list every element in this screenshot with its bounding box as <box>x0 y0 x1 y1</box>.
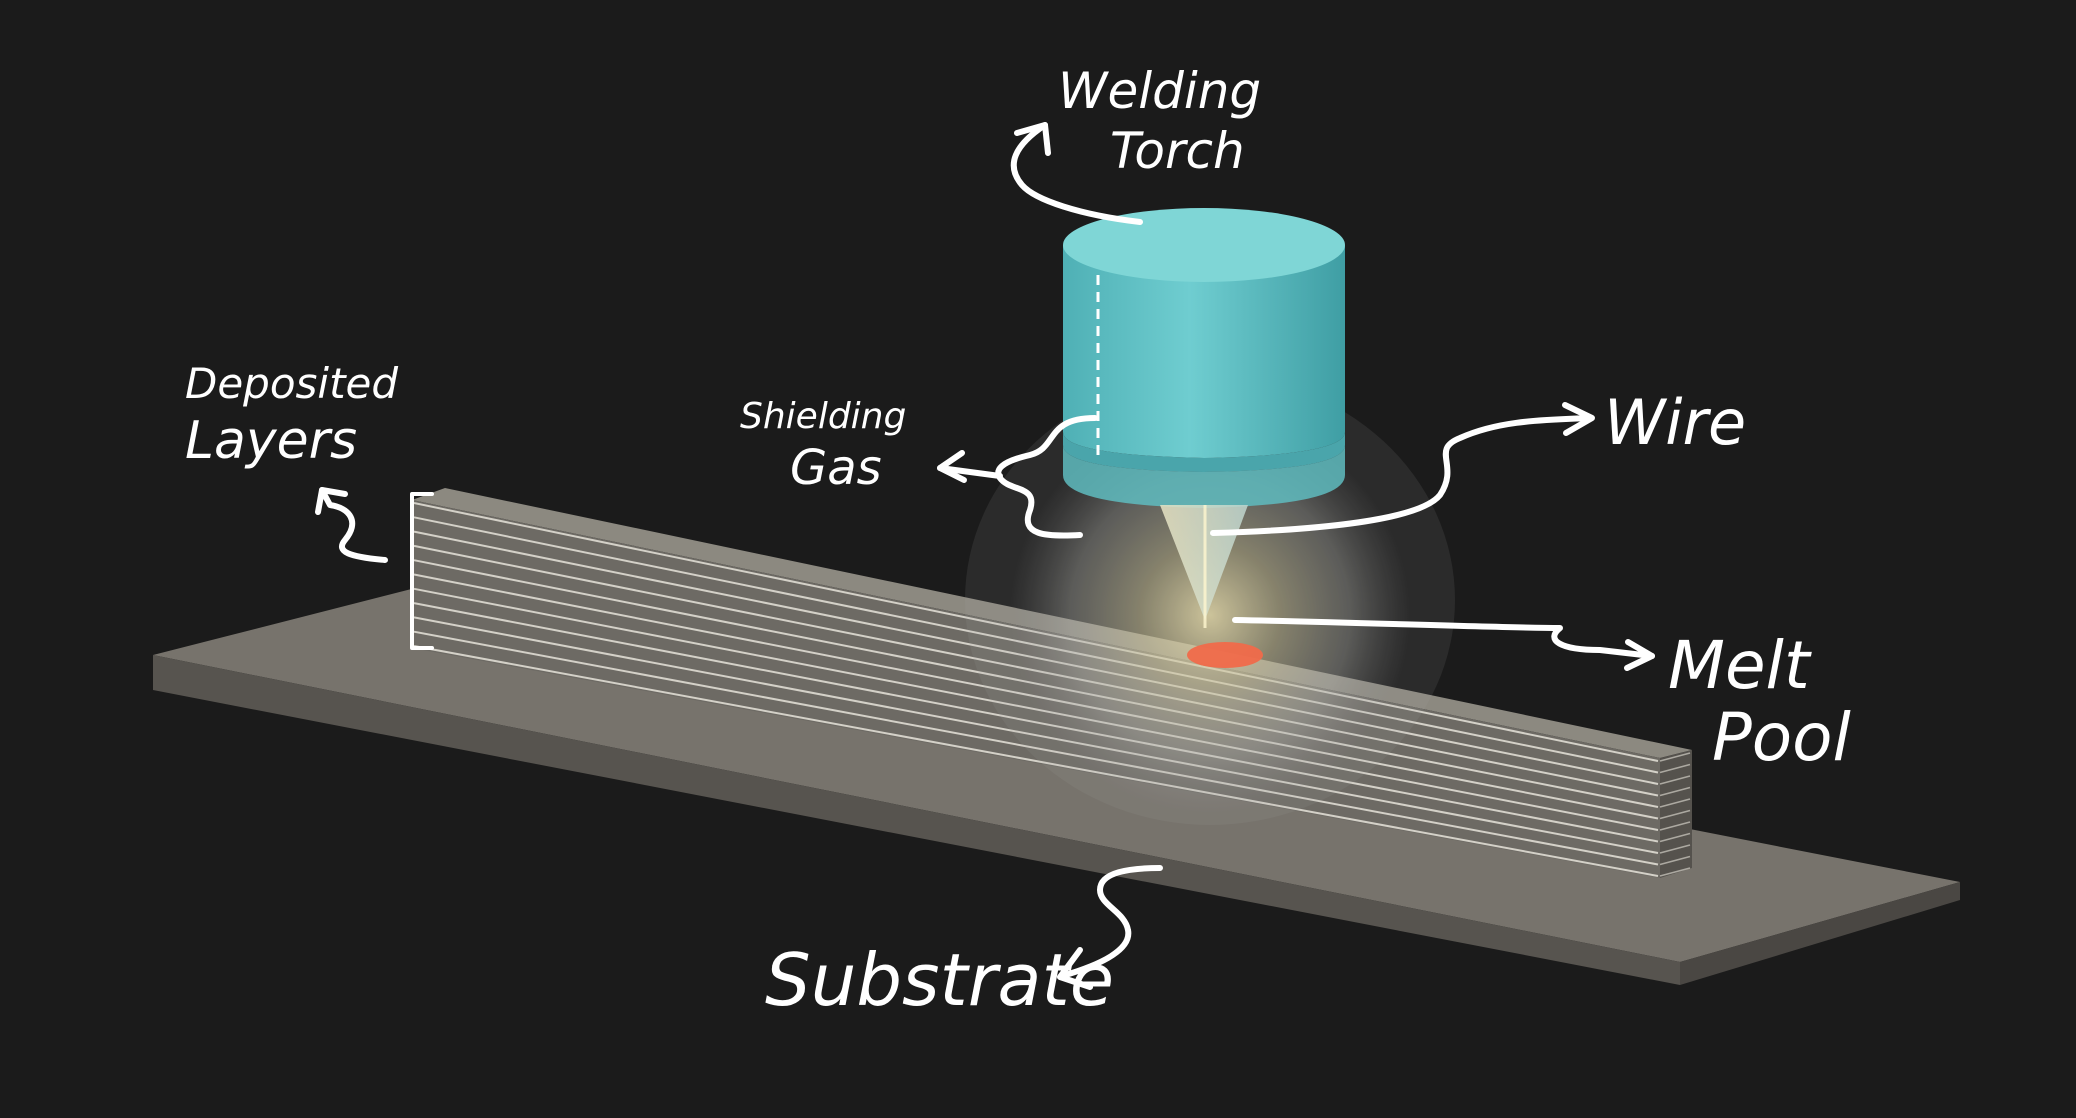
welding-torch <box>1063 208 1345 628</box>
deposited-layers-arrow <box>319 487 388 563</box>
layer-line <box>413 616 1659 854</box>
melt-pool-label-line2: Pool <box>1712 699 1852 776</box>
layer-end-line <box>1659 763 1691 774</box>
layer-end-line <box>1659 821 1691 831</box>
layer-end-line <box>1659 809 1691 820</box>
layer-line <box>413 602 1659 843</box>
welding-torch-label-line1: Welding <box>1058 62 1261 120</box>
wire-arrow <box>1210 415 1593 536</box>
layer-end-line <box>1659 752 1691 762</box>
melt-pool <box>1187 642 1263 668</box>
wire-arrowhead <box>1562 402 1595 436</box>
torch-top <box>1063 208 1345 282</box>
deposited-layers-label-line2: Layers <box>185 411 357 471</box>
torch-collar <box>1063 432 1345 472</box>
shielding-gas-label-line2: Gas <box>790 440 882 496</box>
substrate-arrow <box>1059 865 1163 979</box>
torch-lower-section <box>1063 445 1345 508</box>
layer-line <box>413 630 1659 866</box>
labels: Welding Torch Deposited Layers Shielding… <box>185 62 1852 1022</box>
deposited-layers-bracket <box>410 492 434 650</box>
welding-torch-arrow <box>1010 122 1143 225</box>
shielding-gas-label-line1: Shielding <box>740 396 906 437</box>
torch-body <box>1063 245 1345 458</box>
shielding-gas-arrow <box>937 465 1003 479</box>
layer-end-line <box>1659 775 1691 785</box>
melt-pool-arrowhead <box>1624 639 1655 671</box>
welding-torch-arrowhead <box>1014 122 1051 156</box>
shielding-gas-cloud <box>1010 415 1410 815</box>
substrate-front-face <box>153 655 1680 985</box>
layer-line <box>413 645 1659 877</box>
layer-end-line <box>1659 832 1691 843</box>
melt-pool-arrow <box>1232 617 1655 659</box>
deposited-layers-arrowhead <box>315 487 348 515</box>
layer-end-line <box>1659 867 1691 877</box>
shielding-gas-arrowhead <box>937 450 967 483</box>
layer-end-line <box>1659 786 1691 797</box>
layer-end-line <box>1659 855 1691 866</box>
layer-end-line <box>1659 798 1691 808</box>
deposited-layers-label-line1: Deposited <box>185 359 398 408</box>
substrate-right-face <box>1680 882 1960 985</box>
substrate-label: Substrate <box>765 938 1114 1022</box>
layer-end-line <box>1659 844 1691 854</box>
welding-torch-label-line2: Torch <box>1110 122 1245 180</box>
melt-pool-label-line1: Melt <box>1668 627 1812 704</box>
wire-label: Wire <box>1604 386 1746 459</box>
substrate-arrowhead <box>1057 947 1093 990</box>
annotation-arrows <box>315 122 1655 990</box>
